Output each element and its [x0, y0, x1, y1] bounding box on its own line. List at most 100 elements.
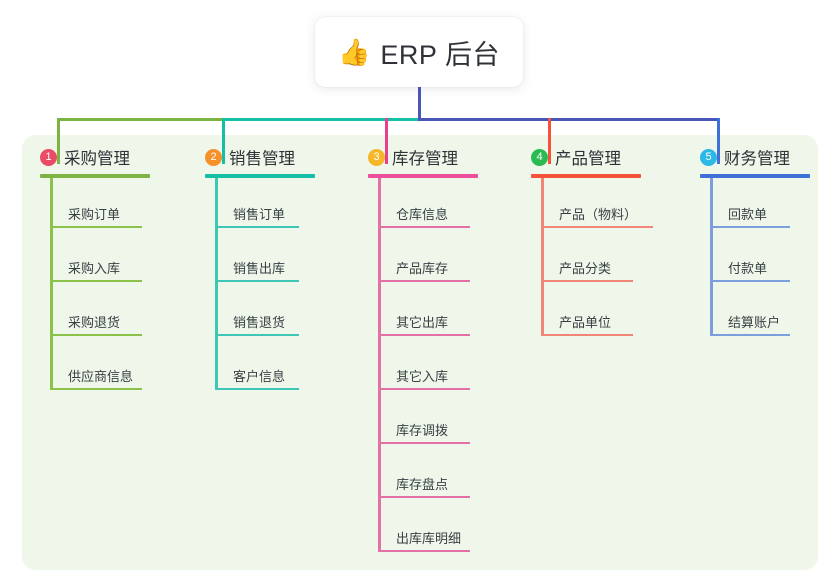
- leaf-item-rule: [378, 226, 470, 228]
- leaf-item-rule: [50, 334, 142, 336]
- leaf-item-rule: [215, 388, 299, 390]
- branch-column-3: 3 库存管理仓库信息产品库存其它出库其它入库库存调拨库存盘点出库库明细: [368, 146, 478, 552]
- connector-drop-3: [385, 118, 388, 164]
- leaf-item-label: 供应商信息: [68, 369, 134, 384]
- leaf-item-rule: [215, 334, 299, 336]
- leaf-item[interactable]: 销售退货: [205, 308, 319, 336]
- branch-header-1[interactable]: 1 采购管理: [40, 146, 150, 168]
- branch-header-rule: [700, 174, 810, 178]
- leaf-item-label: 仓库信息: [396, 207, 449, 222]
- leaf-item-rule: [378, 496, 470, 498]
- leaf-item-rule: [215, 226, 299, 228]
- leaf-item-rule: [710, 334, 790, 336]
- leaf-item-rule: [541, 226, 653, 228]
- leaf-item[interactable]: 库存调拨: [368, 416, 490, 444]
- leaf-item-rule: [50, 226, 142, 228]
- leaf-item[interactable]: 供应商信息: [40, 362, 162, 390]
- connector-bar-green: [57, 118, 224, 121]
- leaf-item-label: 出库库明细: [396, 531, 462, 546]
- leaf-item[interactable]: 库存盘点: [368, 470, 490, 498]
- branch-number-badge: 4: [531, 148, 548, 166]
- thumbs-up-icon: 👍: [338, 37, 371, 67]
- leaf-item[interactable]: 其它入库: [368, 362, 490, 390]
- root-node-erp-backend[interactable]: 👍 ERP 后台: [315, 17, 523, 87]
- leaf-item-rule: [541, 334, 633, 336]
- leaf-item-label: 产品单位: [559, 315, 612, 330]
- branch-header-4[interactable]: 4 产品管理: [531, 146, 641, 168]
- connector-drop-1: [57, 118, 60, 164]
- leaf-item-rule: [378, 388, 470, 390]
- leaf-item-rule: [50, 388, 142, 390]
- leaf-item-label: 销售退货: [233, 315, 286, 330]
- branch-number-badge: 1: [40, 148, 57, 166]
- branch-column-4: 4 产品管理产品（物料） 产品分类产品单位: [531, 146, 653, 336]
- leaf-item-rule: [378, 550, 470, 552]
- leaf-item[interactable]: 付款单: [700, 254, 810, 282]
- leaf-item-label: 库存盘点: [396, 477, 449, 492]
- leaf-item[interactable]: 其它出库: [368, 308, 490, 336]
- leaf-item[interactable]: 产品库存: [368, 254, 490, 282]
- branch-number-badge: 3: [368, 148, 385, 166]
- leaf-item[interactable]: 采购订单: [40, 200, 162, 228]
- leaf-item[interactable]: 仓库信息: [368, 200, 490, 228]
- leaf-item[interactable]: 销售订单: [205, 200, 319, 228]
- leaf-item-label: 产品库存: [396, 261, 449, 276]
- leaf-item-label: 其它出库: [396, 315, 449, 330]
- leaf-item-label: 其它入库: [396, 369, 449, 384]
- leaf-item[interactable]: 产品（物料）: [531, 200, 673, 228]
- leaf-item[interactable]: 客户信息: [205, 362, 319, 390]
- leaf-item-label: 产品分类: [559, 261, 612, 276]
- connector-bar-teal: [222, 118, 420, 121]
- leaf-item-rule: [378, 280, 470, 282]
- leaf-item-label: 采购退货: [68, 315, 121, 330]
- leaf-item-rule: [710, 280, 790, 282]
- leaf-item-rule: [378, 442, 470, 444]
- branch-header-3[interactable]: 3 库存管理: [368, 146, 478, 168]
- branch-header-rule: [368, 174, 478, 178]
- connector-drop-4: [548, 118, 551, 164]
- branch-spine-line: [215, 178, 218, 390]
- leaf-item[interactable]: 采购入库: [40, 254, 162, 282]
- leaf-item-rule: [710, 226, 790, 228]
- leaf-item-label: 付款单: [728, 261, 768, 276]
- leaf-item-label: 采购订单: [68, 207, 121, 222]
- branch-header-5[interactable]: 5 财务管理: [700, 146, 810, 168]
- leaf-item-label: 回款单: [728, 207, 768, 222]
- branch-title: 采购管理: [64, 150, 130, 168]
- leaf-item-label: 库存调拨: [396, 423, 449, 438]
- leaf-item[interactable]: 出库库明细: [368, 524, 490, 552]
- connector-bar-blue: [418, 118, 720, 121]
- root-stem-line: [418, 87, 421, 121]
- branch-title: 销售管理: [229, 150, 295, 168]
- branch-header-rule: [40, 174, 150, 178]
- leaf-item[interactable]: 销售出库: [205, 254, 319, 282]
- leaf-item-label: 销售订单: [233, 207, 286, 222]
- leaf-item[interactable]: 产品分类: [531, 254, 673, 282]
- leaf-item-label: 销售出库: [233, 261, 286, 276]
- branch-spine-line: [710, 178, 713, 336]
- leaf-item[interactable]: 结算账户: [700, 308, 810, 336]
- leaf-item-label: 产品（物料）: [559, 207, 638, 222]
- leaf-item-rule: [215, 280, 299, 282]
- leaf-item-rule: [378, 334, 470, 336]
- leaf-item[interactable]: 产品单位: [531, 308, 673, 336]
- branch-number-badge: 5: [700, 148, 717, 166]
- leaf-item[interactable]: 回款单: [700, 200, 810, 228]
- leaf-item-rule: [541, 280, 633, 282]
- branch-header-rule: [205, 174, 315, 178]
- branch-column-5: 5 财务管理回款单付款单结算账户: [700, 146, 810, 336]
- connector-drop-5: [717, 118, 720, 164]
- branch-spine-line: [50, 178, 53, 390]
- branch-title: 产品管理: [555, 150, 621, 168]
- leaf-item[interactable]: 采购退货: [40, 308, 162, 336]
- leaf-item-label: 客户信息: [233, 369, 286, 384]
- branch-spine-line: [378, 178, 381, 552]
- branch-title: 财务管理: [724, 150, 790, 168]
- branch-title: 库存管理: [392, 150, 458, 168]
- root-node-title: ERP 后台: [380, 39, 500, 70]
- connector-drop-2: [222, 118, 225, 164]
